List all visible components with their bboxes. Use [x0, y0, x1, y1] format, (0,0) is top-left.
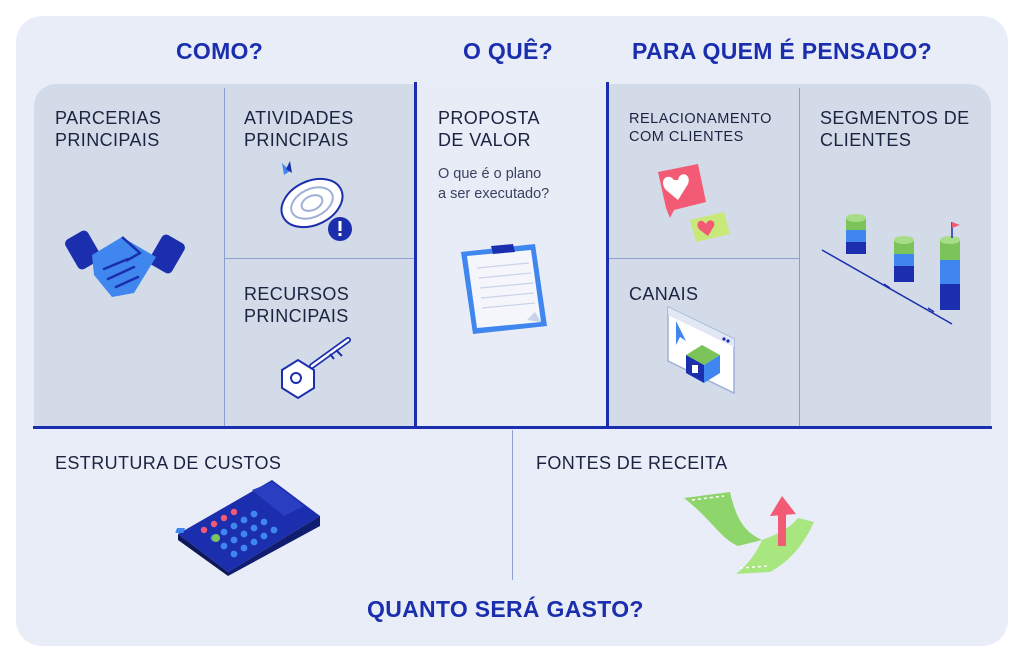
- stacked-coins-icon: [821, 214, 960, 325]
- heading-quanto: QUANTO SERÁ GASTO?: [367, 596, 644, 622]
- money-up-arrow-icon: [684, 492, 814, 574]
- divider-left: [414, 82, 417, 428]
- label-segmentos: SEGMENTOS DE CLIENTES: [820, 108, 970, 150]
- divider-thin-h2: [609, 258, 799, 259]
- target-alert-icon: [280, 161, 352, 241]
- label-atividades: ATIVIDADES PRINCIPAIS: [244, 108, 354, 150]
- panel-right: [609, 84, 991, 428]
- label-proposta: PROPOSTA DE VALOR: [438, 108, 540, 150]
- label-custos: ESTRUTURA DE CUSTOS: [55, 453, 282, 473]
- clipboard-icon: [461, 244, 547, 334]
- divider-thin-v2: [799, 88, 800, 426]
- calculator-icon: [175, 480, 320, 576]
- label-receita: FONTES DE RECEITA: [536, 453, 728, 473]
- divider-thin-bottom: [512, 430, 513, 580]
- label-relacionamento: RELACIONAMENTO COM CLIENTES: [629, 111, 772, 145]
- label-canais: CANAIS: [629, 284, 699, 304]
- divider-horizontal: [33, 426, 992, 429]
- heart-chat-icon: [658, 164, 730, 242]
- key-icon: [281, 337, 351, 400]
- handshake-icon: [65, 230, 185, 297]
- heading-como: COMO?: [176, 38, 264, 64]
- divider-right: [606, 82, 609, 428]
- divider-thin-v1: [224, 88, 225, 426]
- label-parcerias: PARCERIAS PRINCIPAIS: [55, 108, 162, 150]
- label-proposta-sub: O que é o plano a ser executado?: [438, 166, 550, 202]
- shop-window-icon: [667, 305, 735, 395]
- divider-thin-h1: [225, 258, 414, 259]
- heading-o-que: O QUÊ?: [463, 38, 553, 64]
- heading-para-quem: PARA QUEM É PENSADO?: [632, 38, 932, 64]
- label-recursos: RECURSOS PRINCIPAIS: [244, 284, 350, 326]
